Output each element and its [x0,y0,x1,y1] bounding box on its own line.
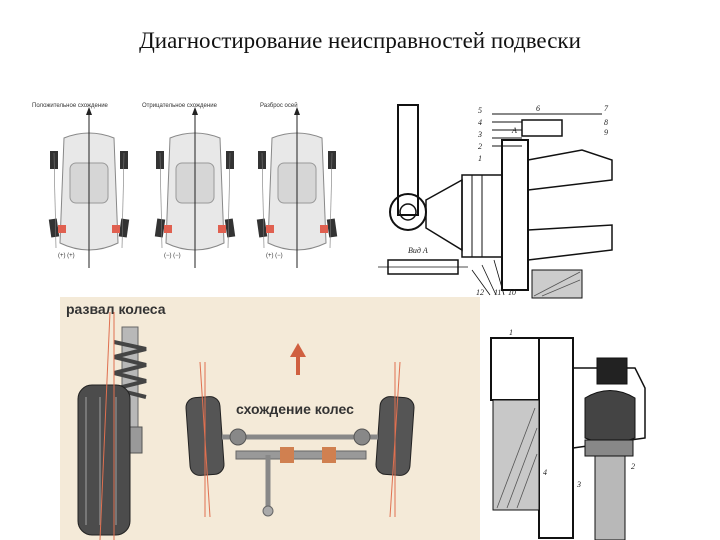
callout-12: 12 [476,288,484,297]
suspension-top-lines [378,104,613,299]
car-caption-spread: Разброс осей [260,103,298,109]
car-axle-spread [256,107,338,268]
suspension-drawing-bottom: 1 2 3 4 [485,328,665,540]
cars-illustration [48,107,338,268]
callout-7: 7 [604,104,608,113]
camber-toe-drawing [77,311,415,540]
slide-title: Диагностирование неисправностей подвески [139,28,581,53]
callout-4: 4 [478,118,482,127]
callout-A: A [512,126,517,135]
callout-3: 3 [478,130,482,139]
camber-toe-illustration: развал колеса схождение колес [60,297,480,540]
car-marks-negative: (−) (−) [164,253,181,259]
car-marks-positive: (+) (+) [58,253,75,259]
callout-10: 10 [508,288,516,297]
car-positive-toe [48,107,130,268]
callout-b1: 1 [509,328,513,337]
suspension-drawing-top: 5 4 3 2 1 6 7 8 9 A Вид А 12 11 10 [372,100,622,300]
callout-view-a: Вид А [408,246,428,255]
callout-5: 5 [478,106,482,115]
car-caption-negative: Отрицательное схождение [142,103,217,109]
callout-2: 2 [478,142,482,151]
callout-b2: 2 [631,462,635,471]
toe-diagram: Положительное схождение Отрицательное сх… [30,95,350,270]
callout-11: 11 [494,288,502,297]
toe-label: схождение колес [236,401,354,417]
callout-1: 1 [478,154,482,163]
car-negative-toe [154,107,236,268]
car-caption-positive: Положительное схождение [32,103,108,109]
car-marks-spread: (+) (−) [266,253,283,259]
callout-6: 6 [536,104,540,113]
callout-b3: 3 [577,480,581,489]
callout-9: 9 [604,128,608,137]
suspension-bottom-lines [490,337,646,540]
callout-b4: 4 [543,468,547,477]
camber-label: развал колеса [66,301,166,317]
callout-8: 8 [604,118,608,127]
